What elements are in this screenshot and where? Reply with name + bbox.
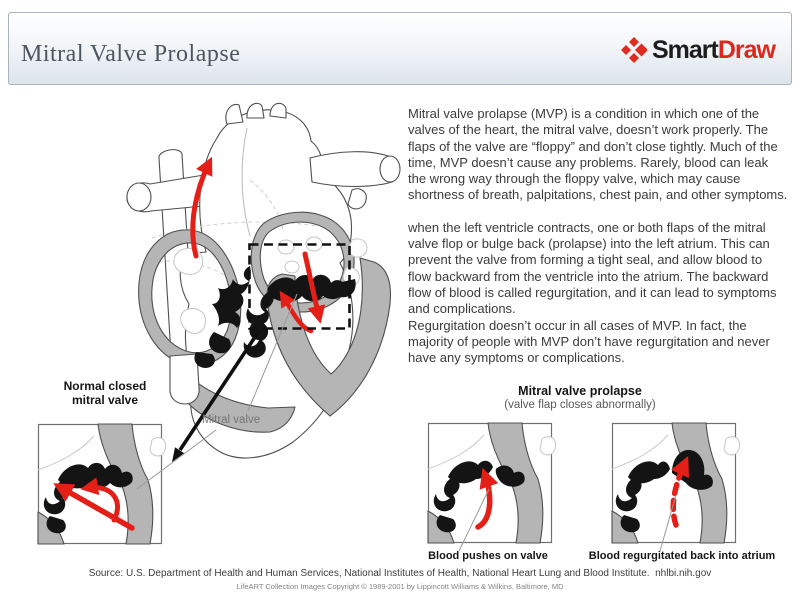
arrow-blood-toward-valve — [53, 483, 135, 531]
inset-blood-regurgitated — [611, 422, 741, 544]
logo-text-draw: Draw — [717, 36, 776, 64]
aorta-branch-3 — [269, 102, 287, 119]
logo-text-smart: Smart — [651, 36, 719, 64]
blood-flow-arrow-into-ventricle — [302, 251, 326, 324]
magnifier-dashed-box — [248, 243, 351, 330]
label-blood-regurgitated: Blood regurgitated back into atrium — [588, 550, 776, 562]
arrow-blood-pushing — [475, 467, 499, 530]
pulmonary-artery-cap — [126, 182, 152, 212]
aorta-branch-2 — [246, 102, 265, 119]
page-title: Mitral Valve Prolapse — [21, 41, 241, 67]
arrow-valve-closing — [80, 477, 120, 523]
paragraph-regurgitation: Regurgitation doesn’t occur in all cases… — [408, 317, 770, 366]
smartdraw-diamonds-icon — [620, 37, 647, 63]
paragraph-mechanism: when the left ventricle contracts, one o… — [408, 219, 777, 317]
smartdraw-logo: SmartDraw — [620, 36, 776, 64]
arrow-blood-regurgitating — [670, 455, 689, 528]
footer-source: Source: U.S. Department of Health and Hu… — [88, 568, 712, 579]
inset-blood-pushes-on-valve — [427, 422, 557, 544]
aorta-branch-1 — [225, 103, 244, 125]
article-text: Mitral valve prolapse (MVP) is a conditi… — [408, 106, 788, 366]
label-prolapse-heading: Mitral valve prolapse (valve flap closes… — [455, 384, 705, 411]
inset-normal-closed-valve — [37, 423, 167, 545]
prolapse-subtitle: (valve flap closes abnormally) — [504, 399, 656, 411]
footer-copyright: LifeART Collection Images Copyright © 19… — [236, 582, 564, 591]
header-bar: Mitral Valve Prolapse SmartDraw — [8, 12, 792, 85]
heart-illustration — [126, 102, 401, 462]
blood-flow-arrow-aorta — [190, 156, 213, 259]
leader-lines — [136, 293, 677, 552]
pointer-arrow-to-normal-inset — [172, 330, 261, 462]
logo-text: SmartDraw — [651, 36, 776, 64]
paragraph-intro: Mitral valve prolapse (MVP) is a conditi… — [408, 106, 788, 203]
inferior-vena-cava — [169, 353, 200, 405]
tricuspid-valve — [194, 266, 251, 368]
label-blood-pushes: Blood pushes on valve — [428, 550, 548, 562]
label-normal-closed-valve: Normal closed mitral valve — [63, 379, 147, 407]
label-mitral-valve: Mitral valve — [202, 414, 261, 426]
prolapse-title: Mitral valve prolapse — [518, 384, 642, 398]
